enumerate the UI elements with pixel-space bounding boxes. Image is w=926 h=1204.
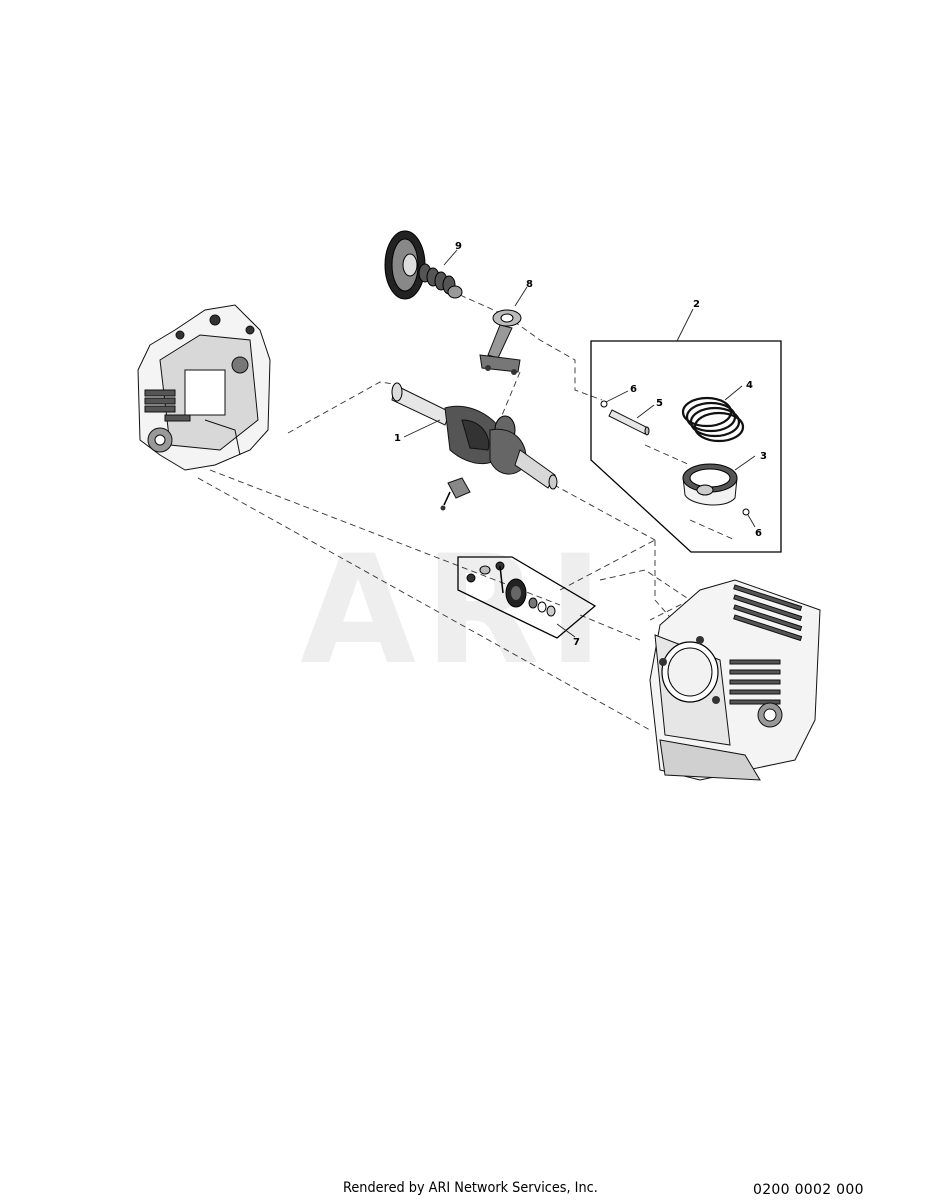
callout-leaders (403, 249, 756, 638)
camshaft-part (384, 230, 463, 300)
callout-6-upper: 6 (630, 384, 637, 395)
piston-pin-part (608, 409, 650, 436)
piston-part (682, 463, 738, 506)
piston-kit-frame (590, 340, 782, 553)
piston-pin-clip-upper (600, 400, 608, 408)
crankshaft-bolt-part (440, 477, 471, 511)
callout-9: 9 (455, 241, 462, 252)
watermark: ARI (300, 524, 611, 698)
piston-pin-clip-lower (742, 508, 750, 516)
callout-7: 7 (573, 637, 580, 648)
callout-8: 8 (526, 279, 533, 290)
callout-3: 3 (760, 451, 767, 462)
piston-rings-part (681, 396, 745, 443)
callout-6-lower: 6 (755, 528, 762, 539)
callout-4: 4 (746, 380, 753, 391)
callout-2: 2 (693, 299, 700, 310)
footer-credit: Rendered by ARI Network Services, Inc. (343, 1180, 598, 1196)
cylinder-block-part (649, 579, 821, 781)
callout-1: 1 (394, 433, 401, 444)
diagram-code: 0200 0002 000 (753, 1182, 864, 1198)
crankcase-cover-part (137, 304, 271, 471)
callout-labels: 1 2 3 4 5 6 6 7 8 9 (394, 241, 767, 648)
governor-assembly-part (466, 561, 556, 617)
crankshaft-part (391, 382, 558, 490)
governor-assembly-frame (457, 556, 597, 639)
callout-5: 5 (656, 398, 663, 409)
connecting-rod-part (479, 309, 522, 375)
